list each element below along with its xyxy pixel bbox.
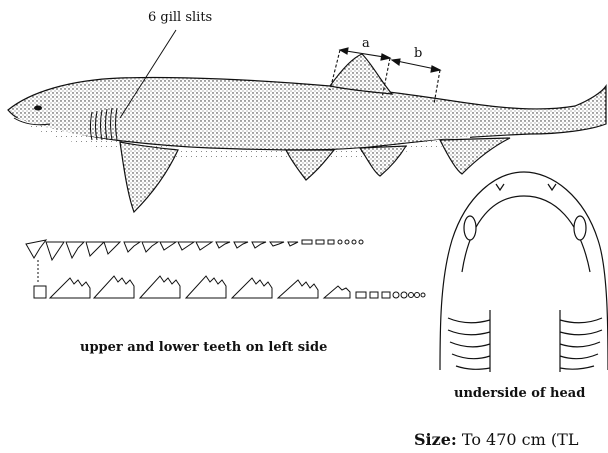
size-statement: Size: To 470 cm (TL <box>414 430 578 449</box>
size-label: Size: <box>414 430 457 449</box>
dimension-b-label: b <box>414 46 422 61</box>
dimension-a-label: a <box>362 36 370 51</box>
gill-slits-label: 6 gill slits <box>148 10 212 25</box>
teeth-caption: upper and lower teeth on left side <box>80 340 327 355</box>
size-value: To 470 cm (TL <box>462 430 579 449</box>
head-caption: underside of head <box>454 386 585 401</box>
head-underside-icon <box>440 172 608 372</box>
teeth-diagram-icon <box>26 240 425 298</box>
